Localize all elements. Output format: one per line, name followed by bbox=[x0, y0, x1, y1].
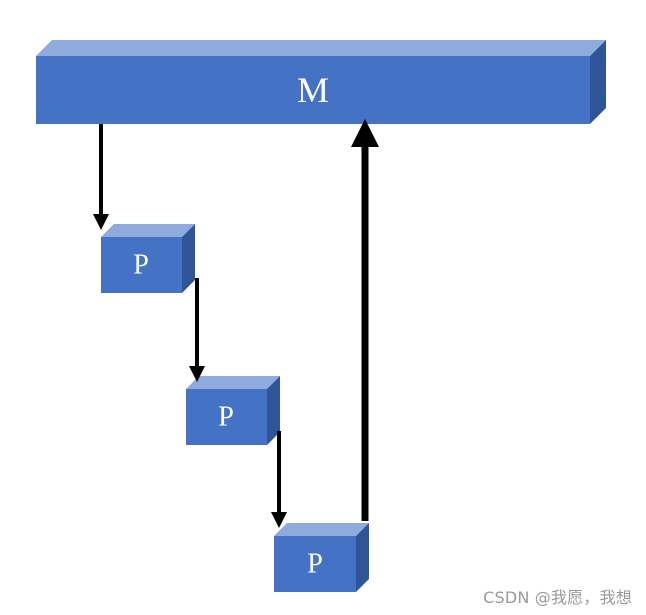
main-block-label: M bbox=[297, 70, 329, 110]
process-block-3: P bbox=[274, 523, 369, 592]
process-block-3-side-face bbox=[356, 523, 369, 592]
process-block-1-top-face bbox=[101, 224, 195, 237]
process-block-2-label: P bbox=[218, 402, 234, 433]
process-block-3-label: P bbox=[307, 549, 323, 580]
main-block-m: M bbox=[36, 40, 606, 124]
process-block-2-front-face bbox=[186, 389, 267, 445]
process-block-1-front-face bbox=[101, 237, 182, 293]
process-block-3-front-face bbox=[274, 536, 356, 592]
main-block-side-face bbox=[590, 40, 606, 124]
process-block-3-top-face bbox=[274, 523, 369, 536]
process-block-2: P bbox=[186, 376, 280, 445]
process-block-2-top-face bbox=[186, 376, 280, 389]
main-block-front-face bbox=[36, 56, 590, 124]
watermark: CSDN @我愿，我想 bbox=[483, 588, 632, 607]
process-block-1: P bbox=[101, 224, 195, 293]
main-block-top-face bbox=[36, 40, 606, 56]
process-block-2-side-face bbox=[267, 376, 280, 445]
process-block-1-side-face bbox=[182, 224, 195, 293]
process-block-1-label: P bbox=[133, 250, 149, 281]
